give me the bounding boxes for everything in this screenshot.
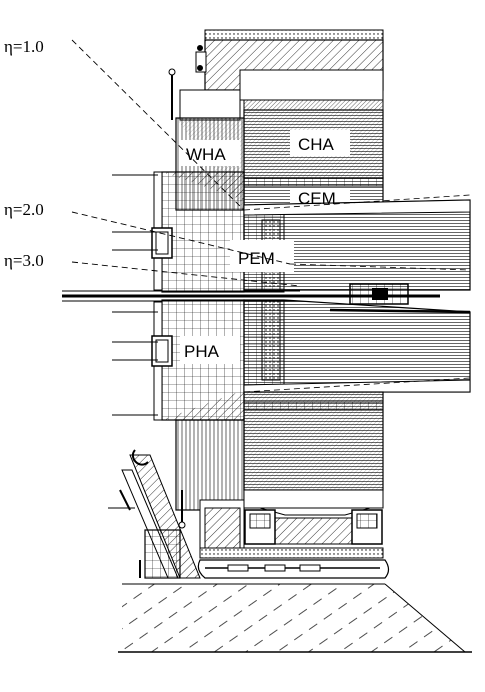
pem-region: [230, 199, 471, 305]
eta-lines: [71, 39, 471, 393]
pem-label: PEM: [238, 249, 275, 268]
eta-2-line: [71, 211, 291, 265]
cha-label: CHA: [298, 135, 335, 154]
bottom-support: [178, 489, 390, 579]
cha-region: [243, 109, 384, 179]
floor-shielding: [118, 583, 472, 653]
wha-label: WHA: [186, 145, 226, 164]
lower-left-structure: [108, 449, 201, 579]
eta-1-label: η=1.0: [4, 37, 44, 56]
cem-label: CEM: [298, 189, 336, 208]
eta-1-line: [71, 39, 245, 211]
eta-3-line: [71, 261, 301, 287]
eta-3-label: η=3.0: [4, 251, 44, 270]
pha-label: PHA: [184, 342, 220, 361]
top-support: [179, 29, 384, 121]
eta-2-label: η=2.0: [4, 200, 44, 219]
